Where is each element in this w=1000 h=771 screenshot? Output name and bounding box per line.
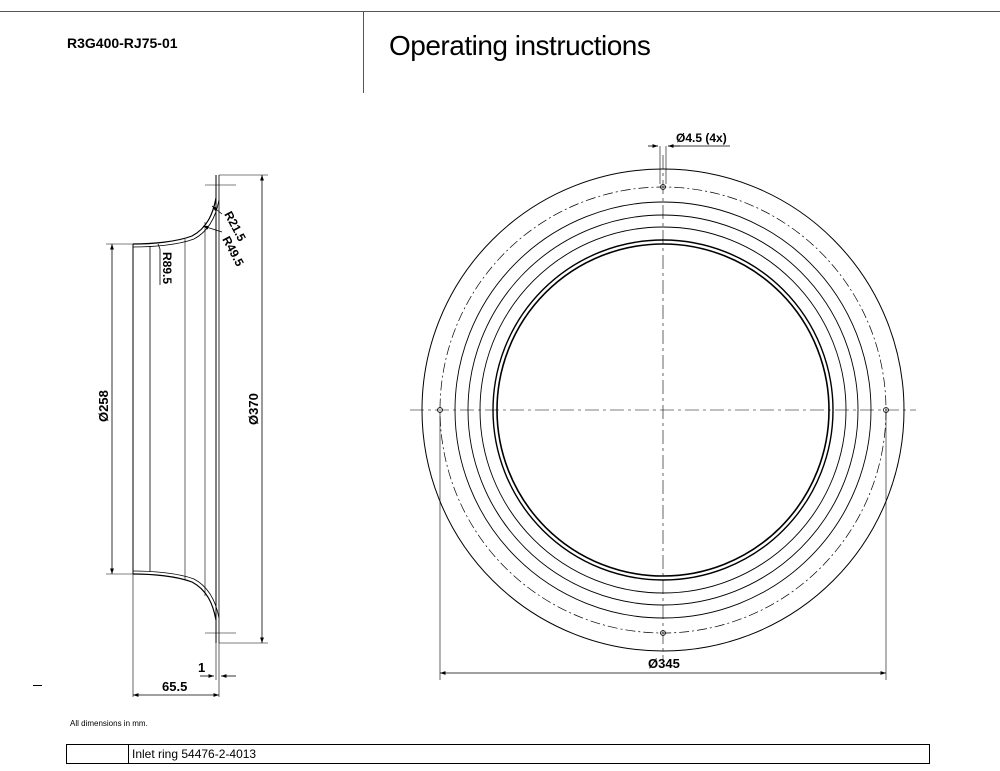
- part-description: Inlet ring 54476-2-4013: [132, 747, 257, 761]
- dim-flange-thickness: 1: [198, 660, 205, 675]
- dim-hole-callout: Ø4.5 (4x): [676, 131, 727, 145]
- dim-bolt-circle: Ø345: [648, 656, 680, 671]
- bell-profile-top: [132, 197, 217, 245]
- header-divider: [363, 11, 364, 93]
- dim-outer-diameter: Ø370: [246, 393, 261, 425]
- bolt-hole-bottom: [660, 630, 666, 636]
- units-note: All dimensions in mm.: [70, 719, 148, 728]
- document-title: Operating instructions: [389, 30, 651, 61]
- title-block: Inlet ring 54476-2-4013: [66, 744, 930, 764]
- front-view: [410, 144, 916, 680]
- model-code: R3G400-RJ75-01: [67, 35, 178, 51]
- dim-inner-diameter: Ø258: [96, 390, 111, 422]
- bell-profile-bottom: [132, 573, 217, 621]
- header-top-rule: [0, 11, 1000, 12]
- dim-depth: 65.5: [162, 679, 187, 694]
- edge-mark: [33, 685, 42, 686]
- side-view: [106, 174, 268, 697]
- bolt-hole-top: [660, 184, 666, 190]
- dim-r-bell: R89.5: [160, 252, 174, 284]
- title-block-empty-cell: [67, 745, 129, 763]
